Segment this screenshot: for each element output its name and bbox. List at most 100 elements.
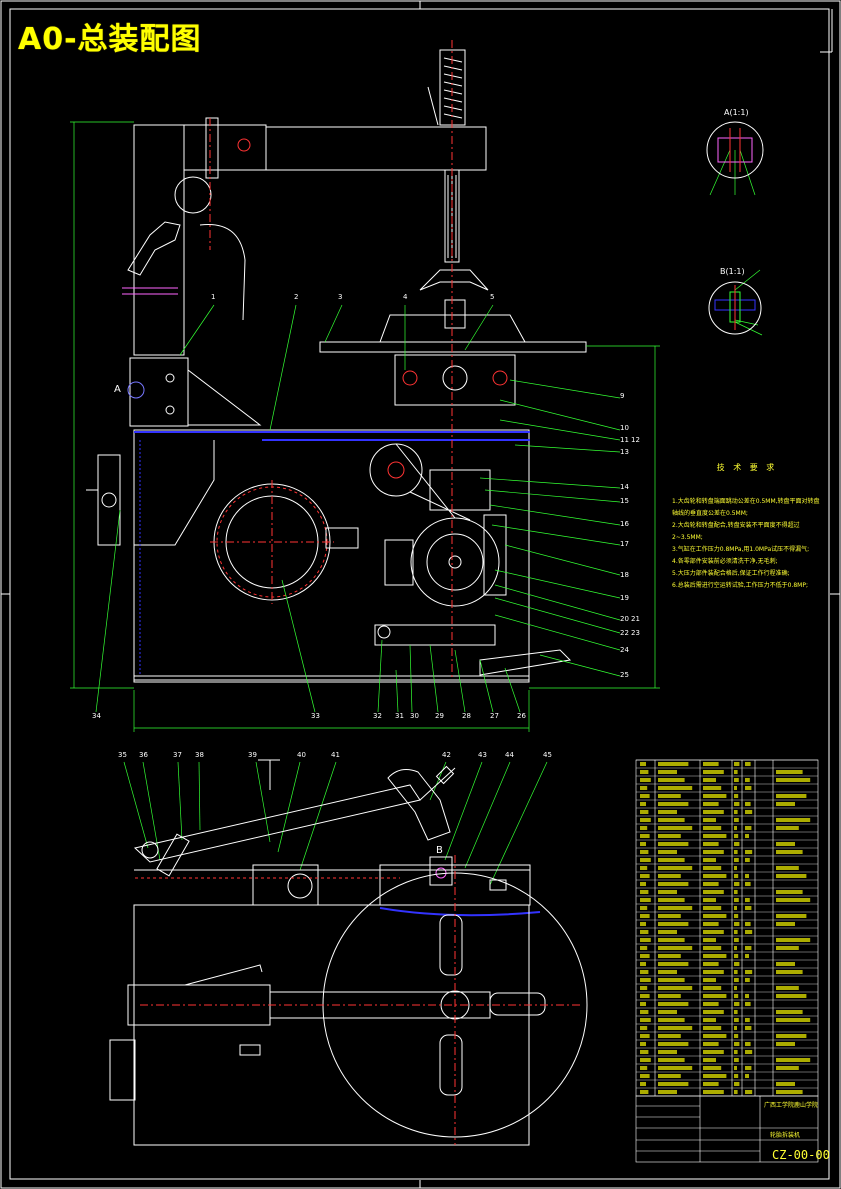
parts-list-ink	[640, 826, 648, 830]
parts-list-ink	[734, 794, 739, 798]
parts-list-ink	[734, 1090, 738, 1094]
parts-list-ink	[640, 810, 649, 814]
parts-list-ink	[745, 786, 752, 790]
parts-list-ink	[734, 874, 739, 878]
parts-list-ink	[658, 946, 693, 950]
parts-list-ink	[640, 858, 651, 862]
technical-requirements-heading: 技 术 要 求	[716, 463, 778, 472]
balloon-37: 37	[173, 751, 182, 759]
parts-list-ink	[658, 802, 689, 806]
parts-list-ink	[734, 826, 737, 830]
parts-list-ink	[640, 930, 649, 934]
parts-list-ink	[703, 986, 722, 990]
parts-list-ink	[640, 866, 648, 870]
machine-body	[133, 429, 530, 681]
parts-list-ink	[776, 994, 807, 998]
parts-list-ink	[658, 1010, 677, 1014]
parts-list-ink	[745, 994, 749, 998]
balloon-15: 15	[620, 497, 629, 505]
balloon-40: 40	[297, 751, 306, 759]
balloon-4: 4	[403, 293, 408, 301]
parts-list-ink	[658, 1082, 689, 1086]
parts-list-ink	[703, 810, 724, 814]
parts-list-ink	[734, 770, 738, 774]
parts-list-ink	[658, 938, 685, 942]
tech-item: 3.气缸在工作压力0.8MPa,用1.0MPa试压不得漏气;	[672, 546, 810, 553]
parts-list-ink	[640, 906, 648, 910]
parts-list-ink	[640, 1018, 651, 1022]
parts-list-ink	[734, 778, 739, 782]
parts-list-ink	[734, 818, 739, 822]
parts-list-ink	[776, 962, 795, 966]
parts-list-ink	[745, 882, 751, 886]
parts-list-ink	[776, 778, 811, 782]
parts-list-ink	[658, 770, 677, 774]
tech-item: 6.总装后需进行空运转试验,工作压力不低于0.8MP;	[672, 582, 808, 589]
parts-list-ink	[703, 842, 719, 846]
parts-list-ink	[745, 946, 752, 950]
balloon-42: 42	[442, 751, 451, 759]
parts-list-ink	[658, 994, 681, 998]
balloon-36: 36	[139, 751, 148, 759]
balloon-27: 27	[490, 712, 499, 720]
balloon-30: 30	[410, 712, 419, 720]
parts-list-ink	[703, 1058, 716, 1062]
parts-list-ink	[703, 1082, 719, 1086]
parts-list-ink	[658, 1026, 693, 1030]
parts-list-ink	[734, 1026, 737, 1030]
parts-list-ink	[640, 994, 650, 998]
parts-list-ink	[776, 1010, 803, 1014]
dimension-lines	[70, 121, 763, 886]
parts-list-ink	[658, 914, 681, 918]
parts-list-ink	[658, 1058, 685, 1062]
balloon-35: 35	[118, 751, 127, 759]
parts-list-ink	[734, 930, 738, 934]
parts-list-ink	[776, 1066, 799, 1070]
parts-list-ink	[734, 842, 740, 846]
balloon-21: 21	[631, 615, 640, 623]
balloon-33: 33	[311, 712, 320, 720]
parts-list-ink	[658, 834, 681, 838]
parts-list-ink	[745, 1026, 752, 1030]
parts-list-ink	[703, 914, 727, 918]
parts-list-ink	[734, 978, 739, 982]
parts-list-ink	[703, 898, 716, 902]
parts-list-ink	[658, 898, 685, 902]
parts-list-ink	[776, 914, 807, 918]
parts-list-ink	[658, 818, 685, 822]
parts-list-ink	[658, 762, 689, 766]
parts-list-ink	[745, 874, 749, 878]
parts-list-ink	[640, 890, 649, 894]
parts-list-ink	[658, 810, 677, 814]
marker-a: A	[114, 384, 121, 395]
parts-list-ink	[745, 810, 753, 814]
parts-list-ink	[734, 970, 738, 974]
parts-list-ink	[640, 834, 650, 838]
parts-list-ink	[703, 1050, 724, 1054]
parts-list-ink	[734, 1002, 740, 1006]
parts-list-ink	[703, 770, 724, 774]
parts-list-ink	[658, 794, 681, 798]
balloon-44: 44	[505, 751, 514, 759]
column	[133, 124, 185, 356]
parts-list-ink	[640, 1034, 650, 1038]
parts-list-ink	[734, 786, 737, 790]
parts-list-ink	[640, 882, 646, 886]
parts-list-ink	[640, 794, 650, 798]
parts-list-ink	[734, 962, 740, 966]
balloon-17: 17	[620, 540, 629, 548]
parts-list-ink	[734, 1082, 740, 1086]
parts-list-ink	[776, 986, 799, 990]
balloon-31: 31	[395, 712, 404, 720]
parts-list-ink	[640, 778, 651, 782]
parts-list-ink	[734, 890, 738, 894]
parts-list-ink	[703, 850, 724, 854]
parts-list-ink	[703, 1002, 719, 1006]
parts-list-ink	[745, 778, 750, 782]
section-a-label: A(1:1)	[724, 108, 749, 117]
parts-list-ink	[703, 882, 719, 886]
balloon-32: 32	[373, 712, 382, 720]
parts-list-ink	[658, 1042, 689, 1046]
balloon-18: 18	[620, 571, 629, 579]
tech-item: 1.大齿轮和转盘端面跳动公差在0.5MM,转盘平面对转盘轴线的垂直度公差在0.5…	[672, 498, 820, 517]
